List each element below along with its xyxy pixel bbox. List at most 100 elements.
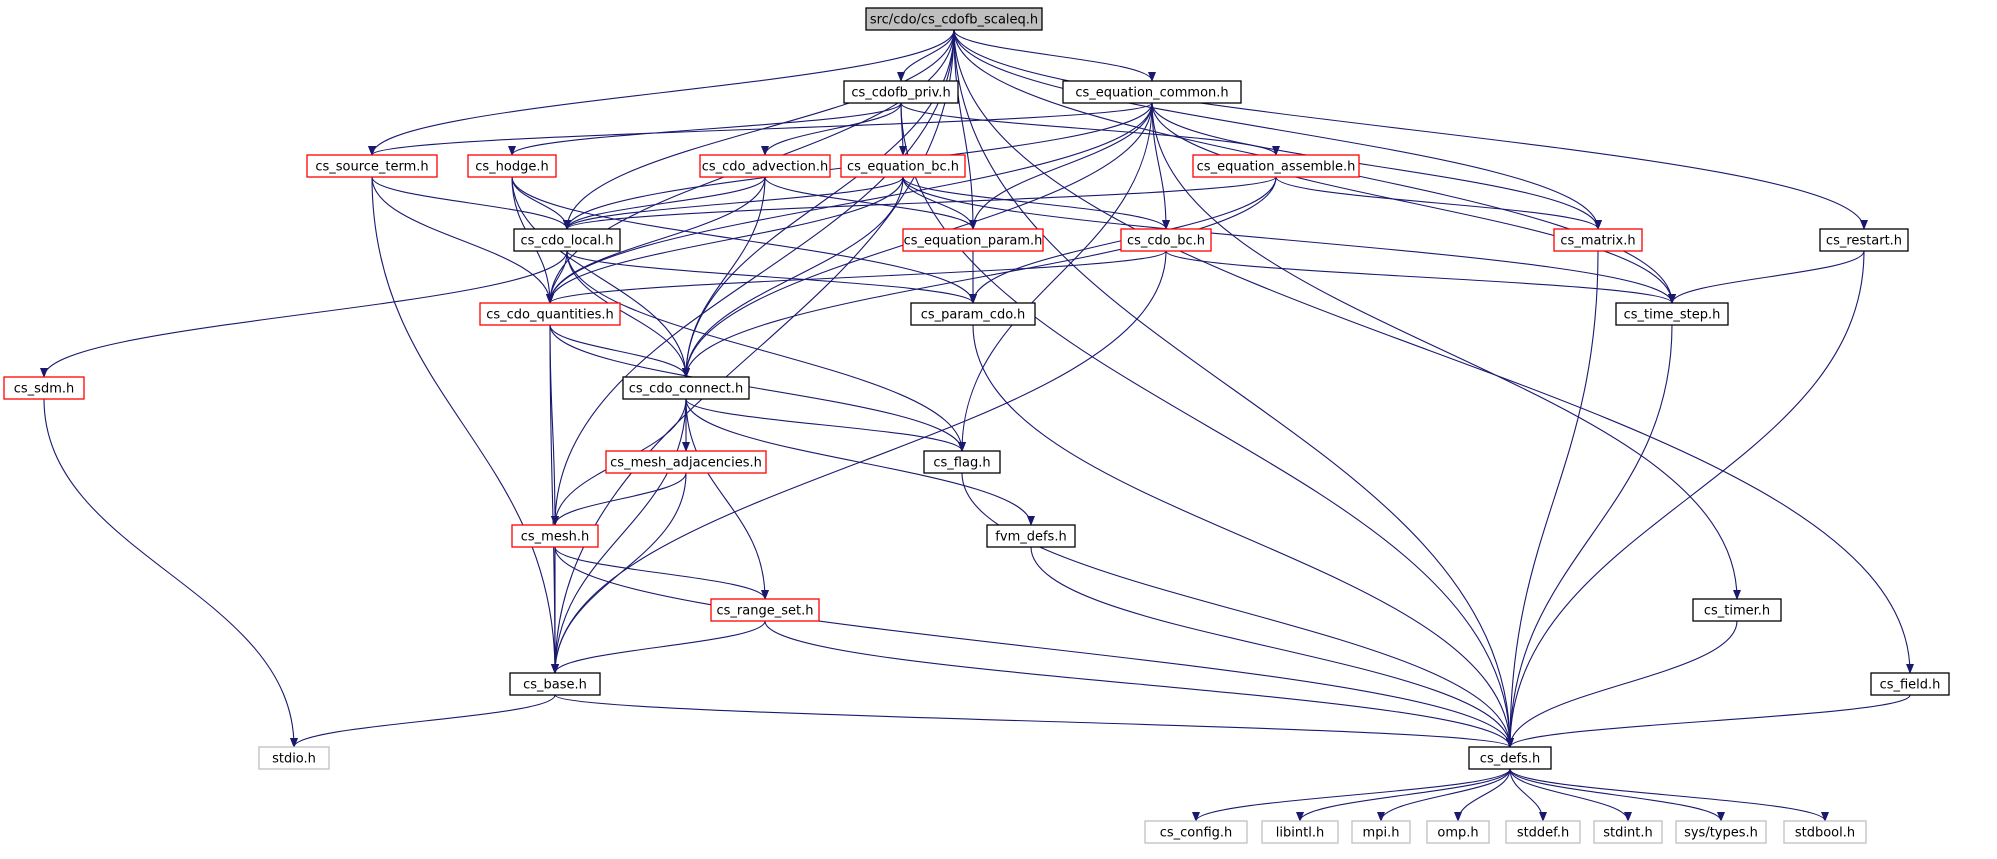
edge-cdofb_priv-to-cdo_adv	[761, 102, 902, 156]
node-box	[1819, 228, 1909, 252]
node-eq_param[interactable]: cs_equation_param.h	[902, 228, 1044, 252]
node-range_set[interactable]: cs_range_set.h	[710, 598, 820, 622]
edge-root-to-matrix	[953, 29, 1602, 230]
edge-eq_common-to-timer	[1151, 102, 1741, 600]
edge-root-to-source_term	[368, 29, 955, 156]
edge-cdo_bc-to-time_step	[1165, 250, 1676, 304]
node-libintl: libintl.h	[1261, 820, 1339, 844]
node-cdofb_priv[interactable]: cs_cdofb_priv.h	[843, 80, 959, 104]
node-cdo_adv[interactable]: cs_cdo_advection.h	[699, 154, 831, 178]
node-box	[509, 672, 601, 696]
edge-cdo_adv-to-cdo_local	[563, 176, 766, 230]
node-label: cs_sdm.h	[14, 382, 74, 397]
edge-mesh_adj-to-mesh	[551, 472, 687, 526]
node-label: cs_restart.h	[1826, 234, 1902, 249]
edge-cdo_adv-to-eq_param	[764, 176, 977, 230]
node-box	[467, 154, 557, 178]
node-box	[258, 746, 330, 770]
edge-hodge-to-param_cdo	[511, 176, 977, 304]
node-cdo_connect[interactable]: cs_cdo_connect.h	[622, 376, 750, 400]
node-systypes: sys/types.h	[1675, 820, 1767, 844]
node-box	[1261, 820, 1339, 844]
edge-eq_bc-to-cdo_quant	[546, 176, 904, 304]
edge-cdo_quant-to-cdo_connect	[549, 324, 690, 378]
edge-eq_assemble-to-matrix	[1275, 176, 1602, 230]
edge-eq_common-to-eq_param	[969, 102, 1153, 230]
edge-source_term-to-cdo_quant	[371, 176, 554, 304]
node-box	[865, 7, 1043, 31]
node-label: stddef.h	[1517, 826, 1569, 841]
node-label: cs_base.h	[523, 678, 587, 693]
edge-eq_bc-to-cdo_local	[563, 176, 904, 230]
node-label: omp.h	[1437, 826, 1478, 841]
node-box	[1468, 746, 1552, 770]
edge-root-to-cdofb_priv	[897, 29, 955, 82]
edge-timer-to-defs	[1506, 620, 1738, 748]
node-label: cs_equation_param.h	[904, 234, 1043, 249]
edge-eq_common-to-flag	[958, 102, 1153, 452]
node-label: cs_defs.h	[1480, 752, 1540, 767]
node-label: cs_cdo_connect.h	[629, 382, 743, 397]
edge-cdo_local-to-cdo_connect	[566, 250, 690, 378]
node-label: cs_equation_assemble.h	[1197, 160, 1356, 175]
node-stdint: stdint.h	[1593, 820, 1663, 844]
node-label: stdbool.h	[1795, 826, 1855, 841]
edge-time_step-to-defs	[1506, 324, 1673, 748]
edge-cdo_connect-to-base	[551, 398, 687, 674]
node-label: sys/types.h	[1684, 826, 1758, 841]
node-source_term[interactable]: cs_source_term.h	[306, 154, 438, 178]
node-label: stdio.h	[272, 752, 316, 767]
node-label: cs_field.h	[1880, 678, 1941, 693]
node-cdo_local[interactable]: cs_cdo_local.h	[513, 228, 621, 252]
edge-base-to-defs	[554, 694, 1514, 748]
edge-defs-to-systypes	[1509, 768, 1725, 822]
edges	[40, 29, 1914, 822]
node-mesh_adj[interactable]: cs_mesh_adjacencies.h	[605, 450, 767, 474]
node-eq_bc[interactable]: cs_equation_bc.h	[840, 154, 966, 178]
edge-param_cdo-to-defs	[972, 324, 1514, 748]
node-param_cdo[interactable]: cs_param_cdo.h	[910, 302, 1036, 326]
node-box	[986, 524, 1076, 548]
edge-cdo_local-to-sdm	[40, 250, 568, 378]
edge-root-to-mesh	[551, 29, 955, 526]
node-matrix[interactable]: cs_matrix.h	[1553, 228, 1643, 252]
node-mpi: mpi.h	[1351, 820, 1411, 844]
node-label: src/cdo/cs_cdofb_scaleq.h	[870, 13, 1038, 28]
node-hodge[interactable]: cs_hodge.h	[467, 154, 557, 178]
node-base[interactable]: cs_base.h	[509, 672, 601, 696]
node-box	[1675, 820, 1767, 844]
edge-cdofb_priv-to-eq_assemble	[900, 102, 1280, 156]
node-omp: omp.h	[1426, 820, 1490, 844]
node-root[interactable]: src/cdo/cs_cdofb_scaleq.h	[865, 7, 1043, 31]
node-box	[1870, 672, 1950, 696]
node-box	[1192, 154, 1360, 178]
node-cdo_bc[interactable]: cs_cdo_bc.h	[1120, 228, 1212, 252]
node-sdm[interactable]: cs_sdm.h	[3, 376, 85, 400]
edge-defs-to-config	[1192, 768, 1511, 822]
edge-matrix-to-defs	[1506, 250, 1599, 748]
node-cdo_quant[interactable]: cs_cdo_quantities.h	[479, 302, 621, 326]
node-fvm_defs[interactable]: fvm_defs.h	[986, 524, 1076, 548]
edge-root-to-eq_common	[953, 29, 1156, 82]
node-eq_common[interactable]: cs_equation_common.h	[1062, 80, 1242, 104]
node-eq_assemble[interactable]: cs_equation_assemble.h	[1192, 154, 1360, 178]
node-restart[interactable]: cs_restart.h	[1819, 228, 1909, 252]
node-defs[interactable]: cs_defs.h	[1468, 746, 1552, 770]
node-mesh[interactable]: cs_mesh.h	[511, 524, 599, 548]
edge-source_term-to-base	[371, 176, 559, 674]
edge-defs-to-omp	[1454, 768, 1511, 822]
node-box	[1553, 228, 1643, 252]
node-flag[interactable]: cs_flag.h	[923, 450, 1001, 474]
edge-cdo_connect-to-range_set	[685, 398, 769, 600]
edge-eq_bc-to-cdo_bc	[902, 176, 1170, 230]
edge-defs-to-stdbool	[1509, 768, 1829, 822]
node-time_step[interactable]: cs_time_step.h	[1615, 302, 1729, 326]
edge-eq_assemble-to-cdo_local	[563, 176, 1277, 230]
edge-mesh-to-defs	[554, 546, 1514, 748]
node-label: cs_equation_bc.h	[847, 160, 959, 175]
node-box	[1505, 820, 1581, 844]
node-box	[923, 450, 1001, 474]
node-field[interactable]: cs_field.h	[1870, 672, 1950, 696]
node-box	[1593, 820, 1663, 844]
node-timer[interactable]: cs_timer.h	[1692, 598, 1782, 622]
